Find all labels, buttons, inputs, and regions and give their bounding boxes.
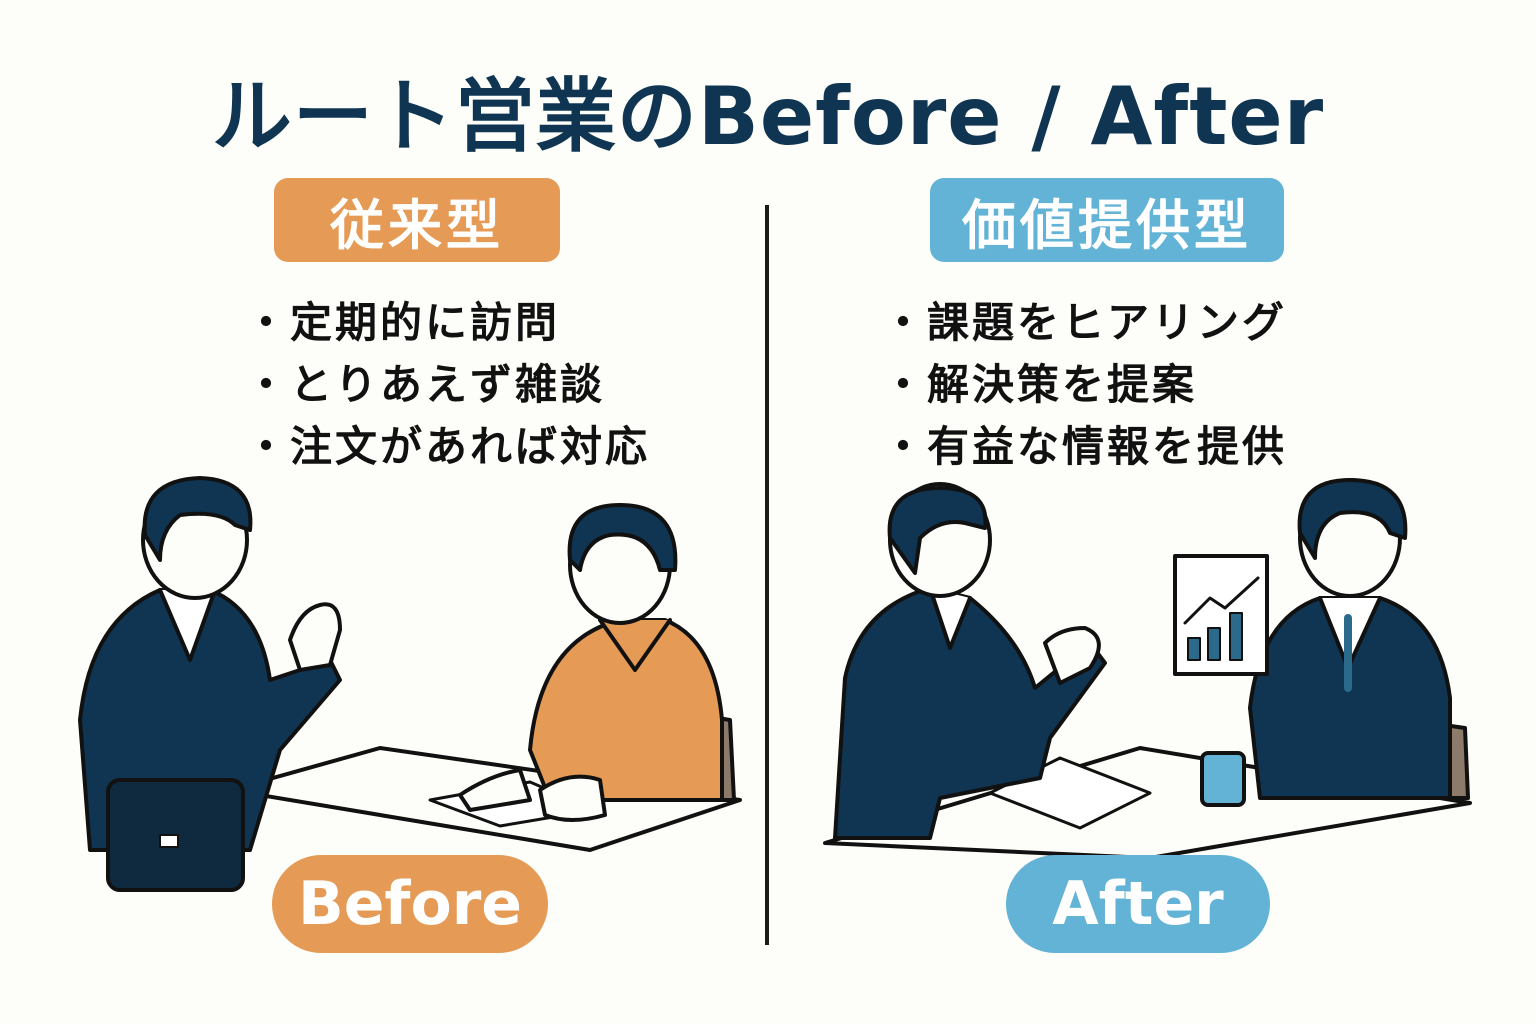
before-bullet: 定期的に訪問 (245, 292, 650, 354)
before-bullet-list: 定期的に訪問 とりあえず雑談 注文があれば対応 (245, 292, 650, 478)
center-divider (765, 205, 769, 945)
mug-icon (1200, 751, 1246, 807)
growth-chart-icon (1173, 554, 1269, 676)
salesperson-figure (78, 476, 342, 892)
after-bullet-list: 課題をヒアリング 解決策を提案 有益な情報を提供 (882, 292, 1287, 478)
before-bullet: 注文があれば対応 (245, 416, 650, 478)
after-type-badge: 価値提供型 (930, 178, 1284, 262)
customer-figure (458, 503, 736, 822)
before-type-badge: 従来型 (274, 178, 560, 262)
salesperson-figure (833, 482, 1107, 840)
page-title: ルート営業のBefore / After (211, 70, 1325, 163)
after-illustration (823, 478, 1472, 858)
after-label: After (1006, 855, 1270, 953)
after-bullet: 課題をヒアリング (882, 292, 1287, 354)
after-bullet: 解決策を提案 (882, 354, 1287, 416)
after-bullet: 有益な情報を提供 (882, 416, 1287, 478)
customer-figure (1173, 478, 1470, 807)
before-bullet: とりあえず雑談 (245, 354, 650, 416)
before-illustration (78, 476, 742, 892)
before-label: Before (272, 855, 548, 953)
